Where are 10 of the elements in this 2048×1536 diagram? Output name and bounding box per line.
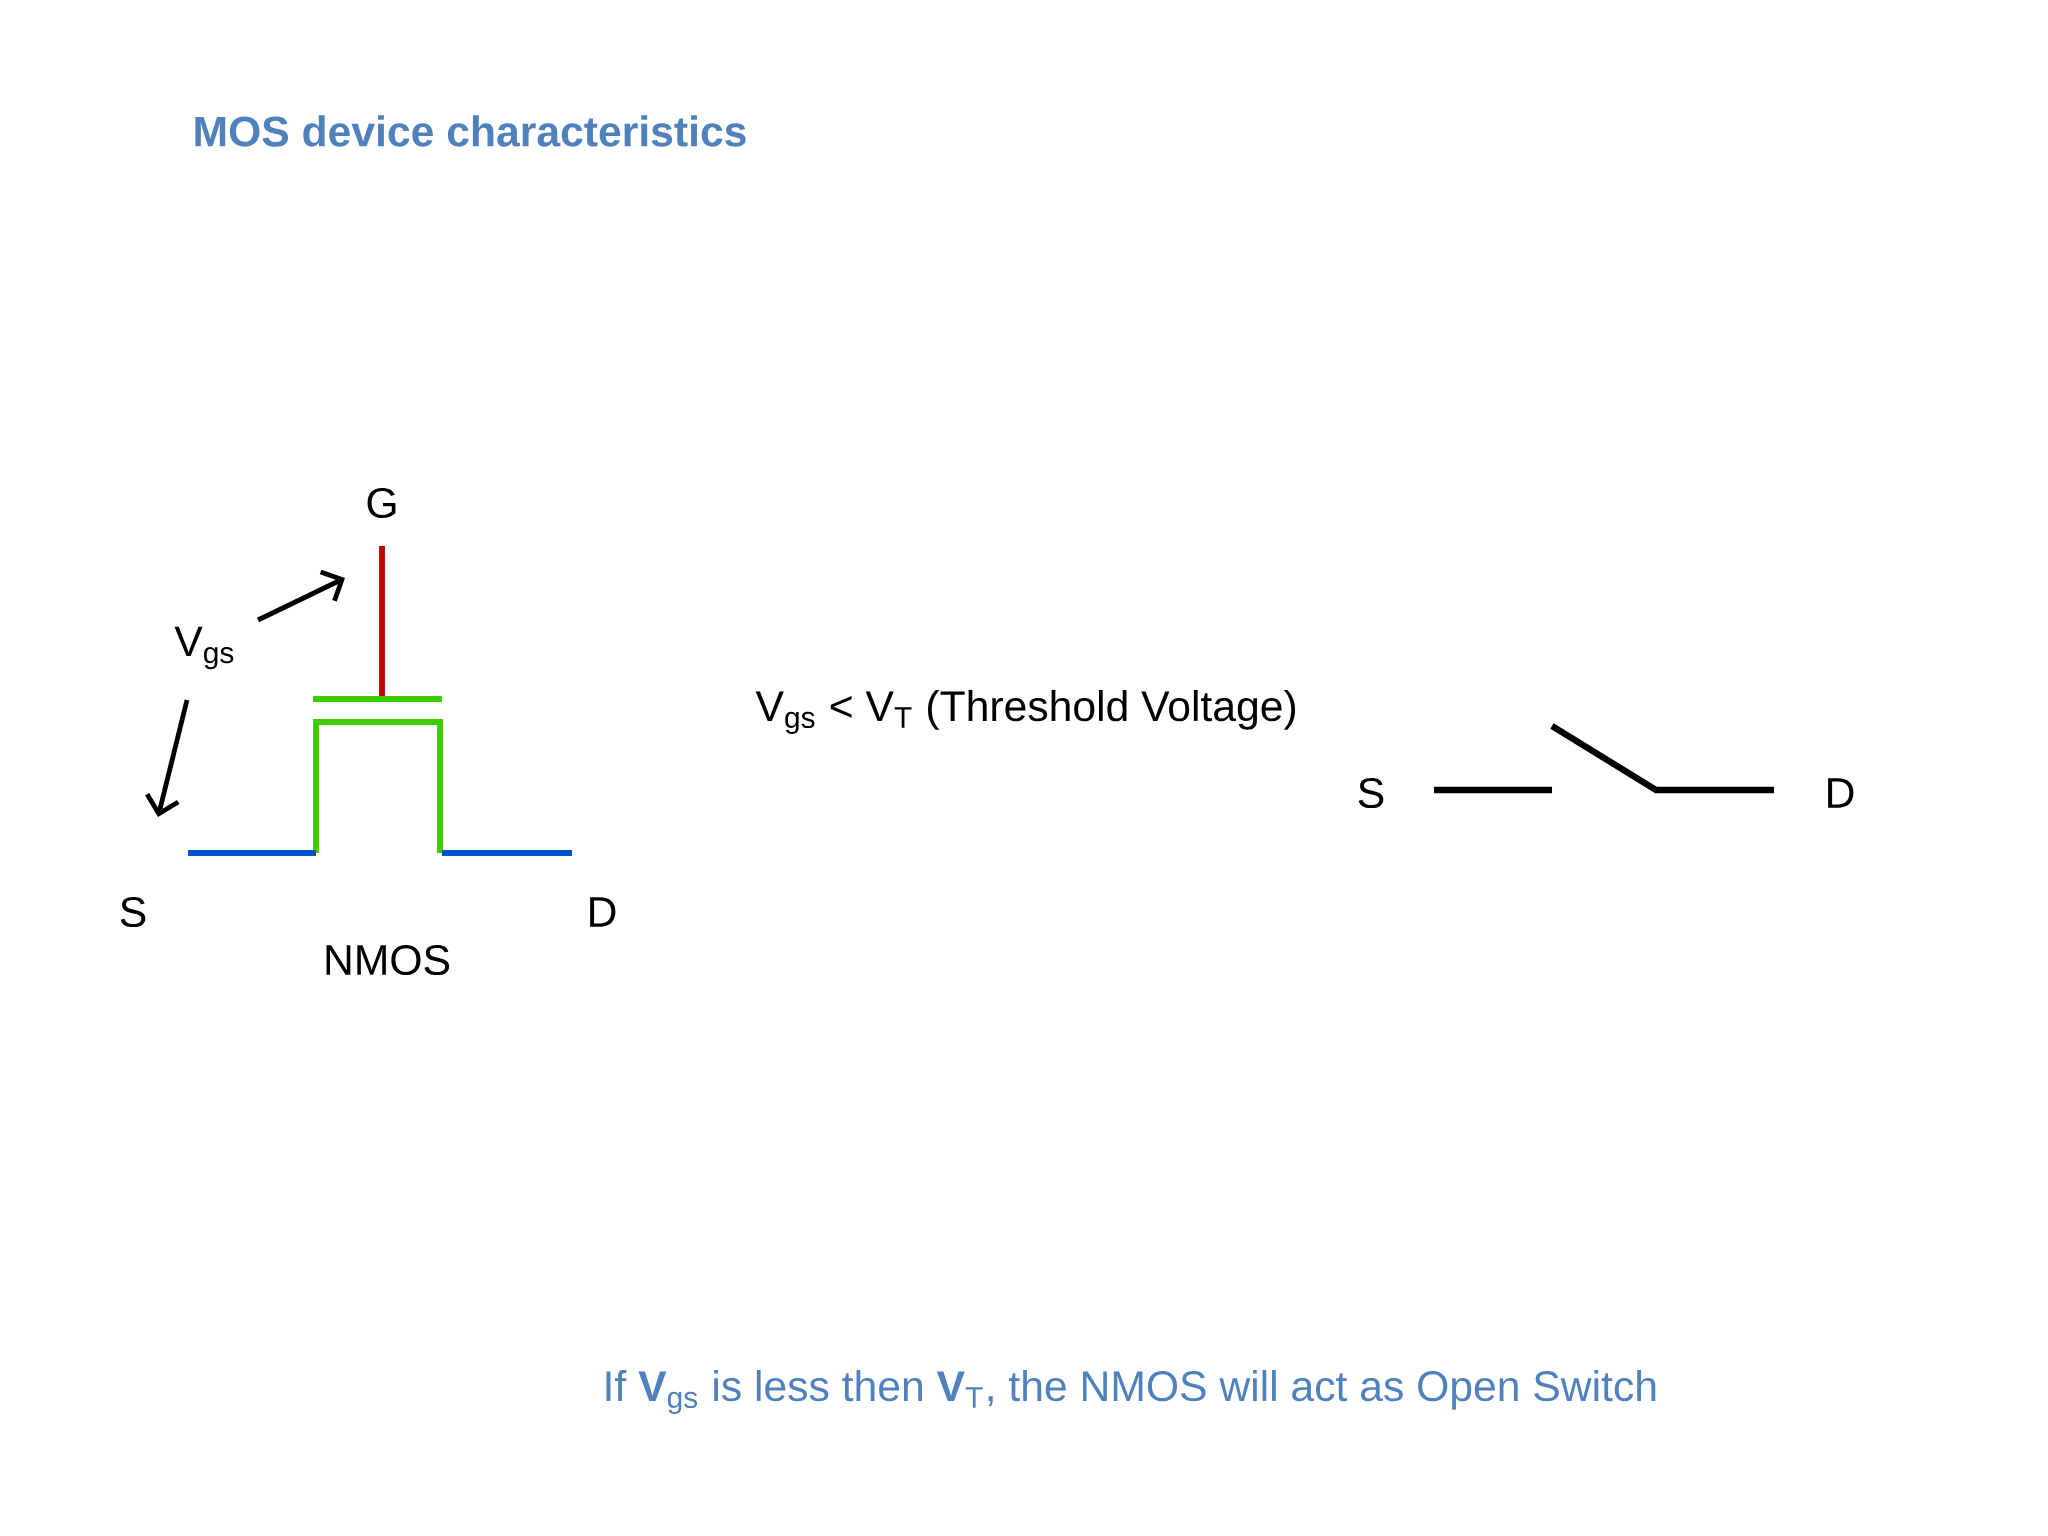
condition-text: V$_{gs}$ < V$_{T}$ (Threshold Voltage): [755, 690, 1296, 734]
terminal-label: S: [120, 896, 146, 928]
caption: If V$_{gs}$ is less then V$_{T}$, the NMOS will act as Open Switch: [606, 1370, 1656, 1414]
voltage-label: V$_{gs}$: [174, 626, 234, 670]
terminal-label: G: [367, 487, 396, 519]
title: MOS device characteristics: [195, 115, 746, 147]
terminal-label: D: [1828, 778, 1854, 808]
terminal-label: D: [590, 897, 616, 927]
terminal-label: S: [1358, 777, 1384, 809]
device-label: NMOS: [326, 944, 450, 976]
